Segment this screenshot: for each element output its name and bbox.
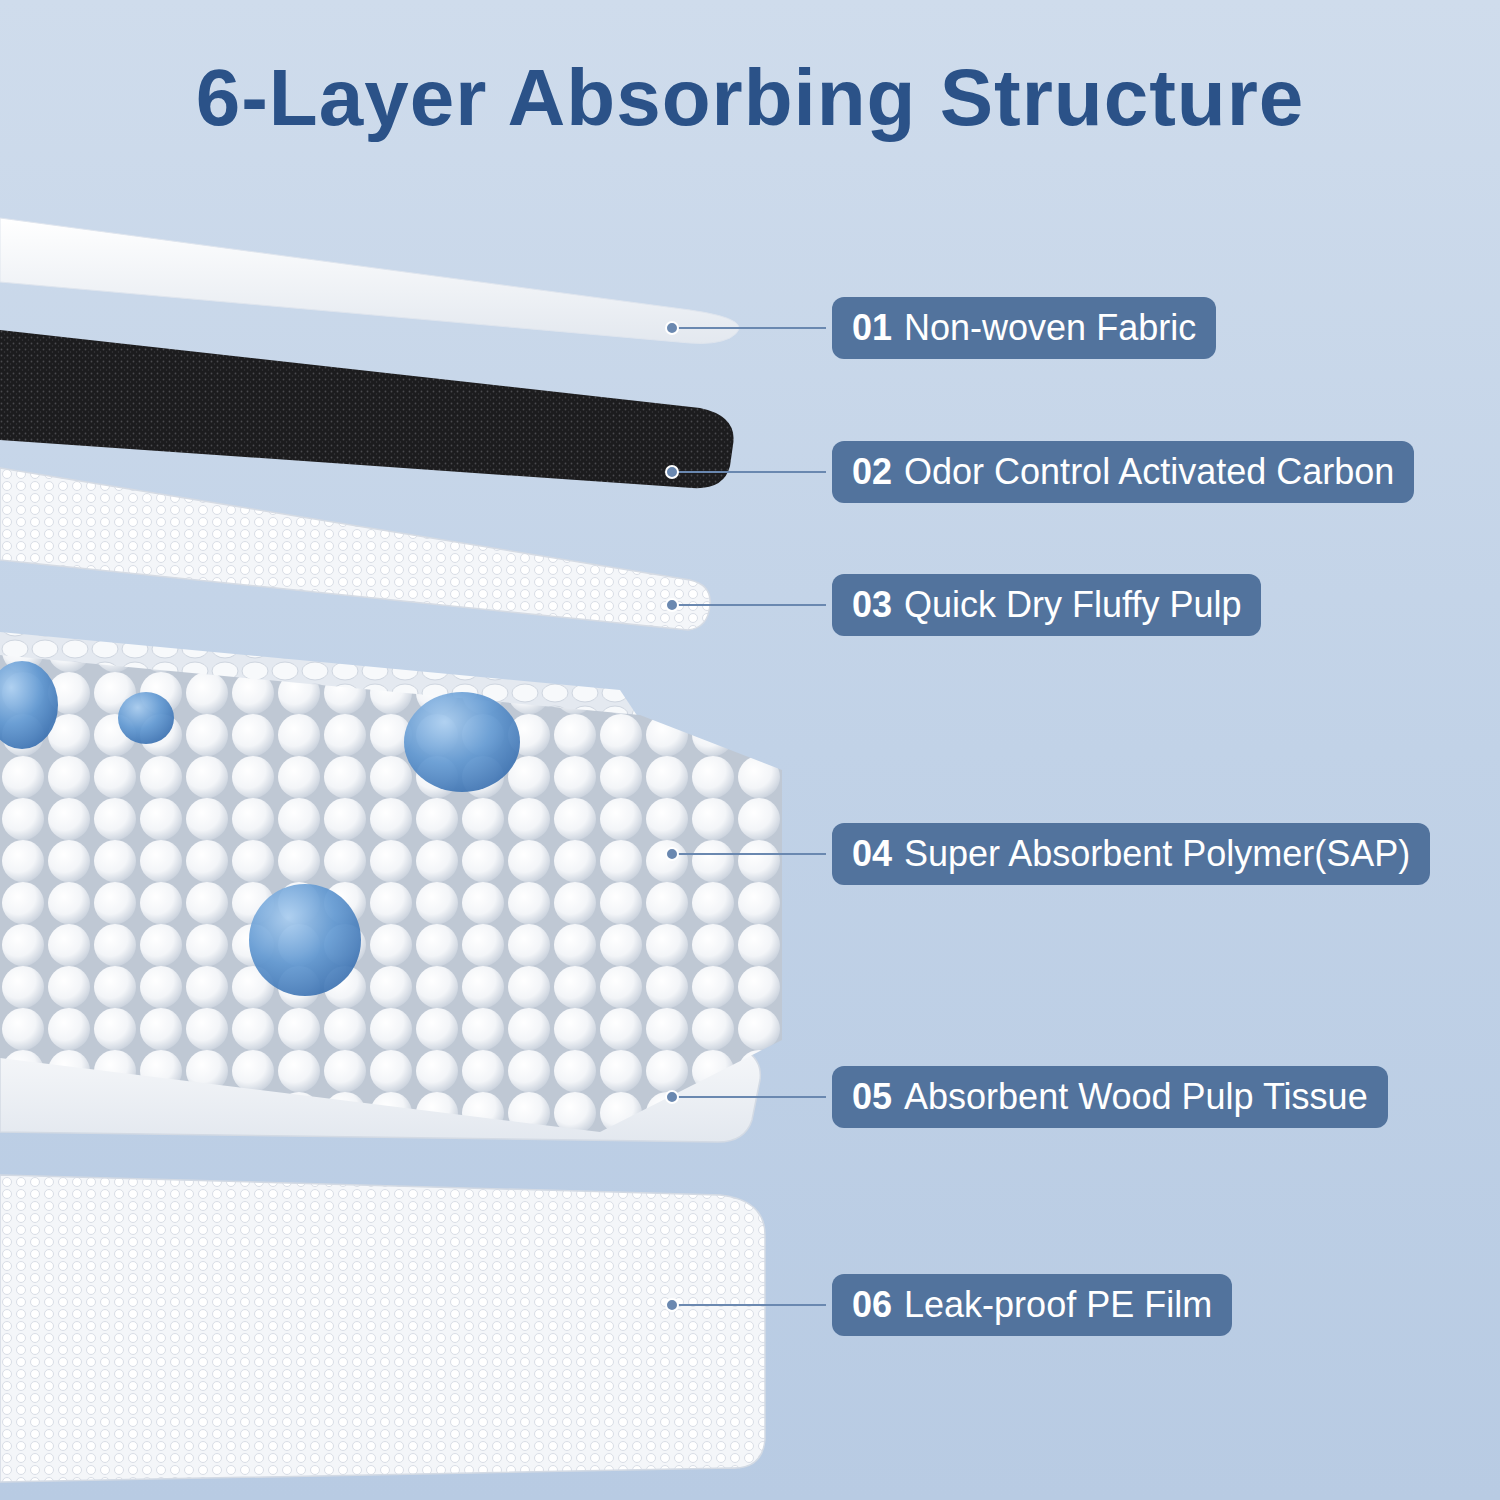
layer-name: Non-woven Fabric: [904, 307, 1196, 349]
pulp-layer: [0, 468, 710, 630]
leader-line: [678, 471, 826, 473]
water-droplet: [118, 692, 174, 744]
layer-label: 04 Super Absorbent Polymer(SAP): [832, 823, 1430, 885]
layer-name: Super Absorbent Polymer(SAP): [904, 833, 1410, 875]
leader-line: [678, 327, 826, 329]
layer-name: Absorbent Wood Pulp Tissue: [904, 1076, 1368, 1118]
layer-number: 04: [852, 833, 892, 875]
leader-line: [678, 604, 826, 606]
layer-number: 02: [852, 451, 892, 493]
leader-dot: [666, 599, 678, 611]
leader-line: [678, 853, 826, 855]
leader-dot: [666, 466, 678, 478]
leader-lines: [678, 328, 826, 1305]
leader-dot: [666, 322, 678, 334]
layer-label: 03 Quick Dry Fluffy Pulp: [832, 574, 1261, 636]
layer-name: Leak-proof PE Film: [904, 1284, 1212, 1326]
leader-line: [678, 1304, 826, 1306]
layer-number: 06: [852, 1284, 892, 1326]
film-layer: [0, 1175, 765, 1482]
layer-number: 05: [852, 1076, 892, 1118]
water-droplet: [0, 661, 58, 749]
leader-dot: [666, 1091, 678, 1103]
layer-name: Odor Control Activated Carbon: [904, 451, 1394, 493]
leader-line: [678, 1096, 826, 1098]
diagram-title: 6-Layer Absorbing Structure: [0, 52, 1500, 144]
fabric-layer: [0, 218, 739, 343]
leader-dot: [666, 848, 678, 860]
layer-label: 05 Absorbent Wood Pulp Tissue: [832, 1066, 1388, 1128]
layer-number: 03: [852, 584, 892, 626]
carbon-layer: [0, 330, 734, 488]
layer-label: 06 Leak-proof PE Film: [832, 1274, 1232, 1336]
leader-dots: [666, 322, 678, 1311]
layer-number: 01: [852, 307, 892, 349]
leader-dot: [666, 1299, 678, 1311]
layer-label: 02 Odor Control Activated Carbon: [832, 441, 1414, 503]
sap-layer: [0, 655, 782, 1132]
water-droplet: [404, 692, 520, 792]
layer-name: Quick Dry Fluffy Pulp: [904, 584, 1241, 626]
water-droplet: [249, 884, 361, 996]
layer-label: 01 Non-woven Fabric: [832, 297, 1216, 359]
